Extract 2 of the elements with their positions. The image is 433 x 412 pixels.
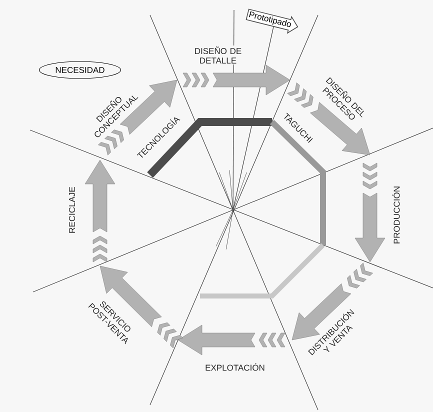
stage-label: DISEÑO DE DETALLE bbox=[188, 46, 248, 64]
ellipse-node: NECESIDAD bbox=[38, 61, 122, 79]
